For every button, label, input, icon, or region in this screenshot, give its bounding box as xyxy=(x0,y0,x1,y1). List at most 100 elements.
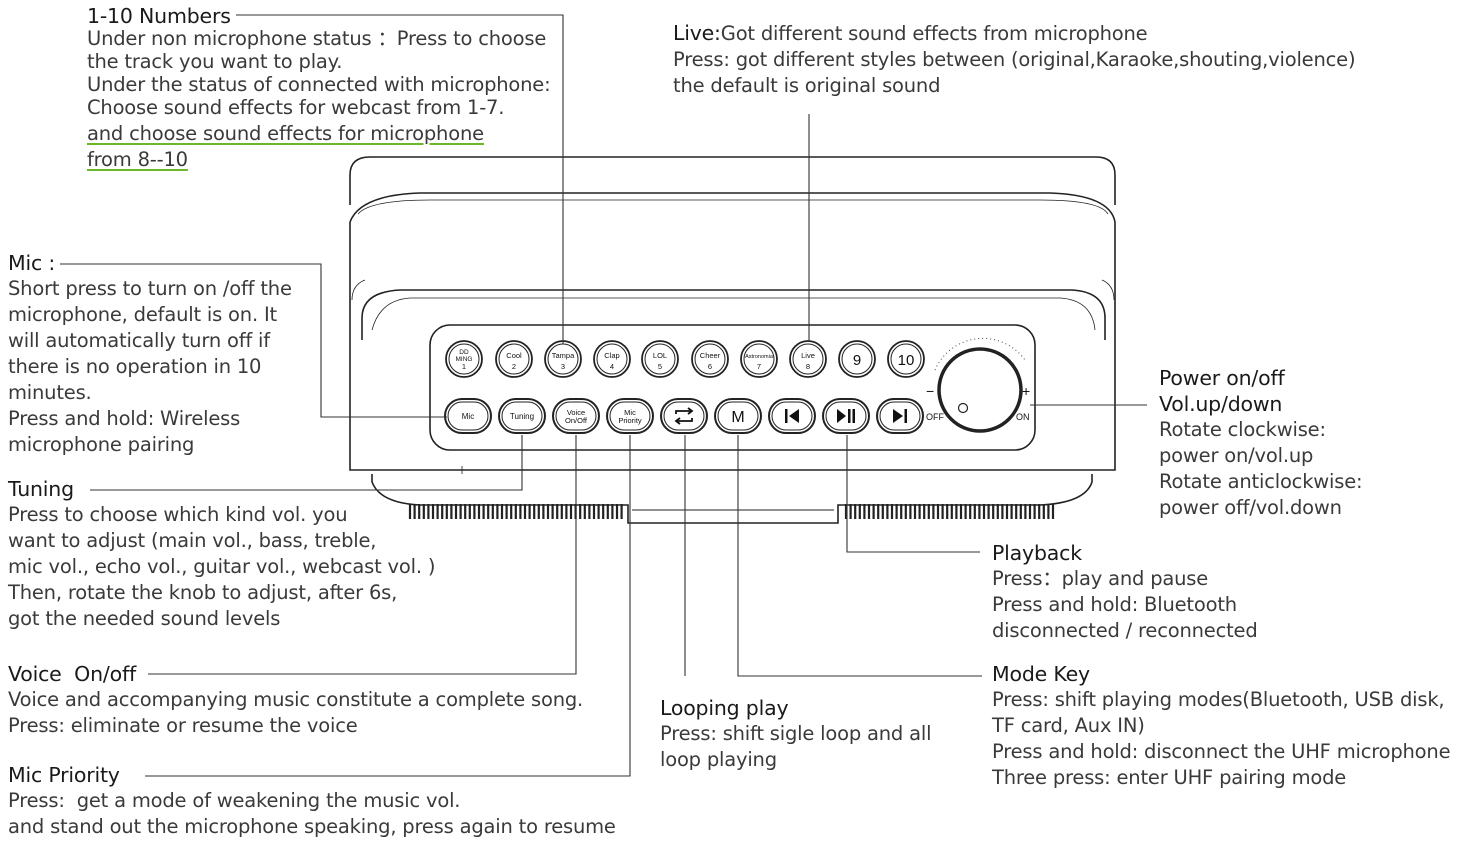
mic-line: microphone, default is on. It xyxy=(8,303,277,326)
number-button-4[interactable]: Clap 4 xyxy=(593,340,631,378)
number-button-label: DD xyxy=(459,349,469,356)
function-button-label: On/Off xyxy=(565,416,588,425)
number-button-label: Clap xyxy=(604,351,619,360)
previous-icon xyxy=(785,409,799,423)
knob-minus-label: − xyxy=(926,383,934,399)
number-button-number: 4 xyxy=(610,362,614,371)
number-button-9[interactable]: 9 xyxy=(838,340,876,378)
mic-line: there is no operation in 10 xyxy=(8,355,262,378)
numbers-callout: 1-10 Numbers Under non microphone status… xyxy=(87,3,551,173)
leader-mic-priority xyxy=(145,435,631,777)
function-button-6[interactable] xyxy=(768,398,816,434)
function-button-7[interactable] xyxy=(822,398,870,434)
looping-callout: Looping play Press: shift sigle loop and… xyxy=(660,695,931,773)
power-title: Vol.up/down xyxy=(1159,392,1283,416)
tuning-line: Press to choose which kind vol. you xyxy=(8,503,348,526)
playback-line: disconnected / reconnected xyxy=(992,619,1258,642)
number-button-label: Cool xyxy=(506,351,522,360)
next-icon xyxy=(893,409,907,423)
number-button-label: Live xyxy=(801,351,815,360)
voice-line: Press: eliminate or resume the voice xyxy=(8,714,358,737)
loop-icon xyxy=(674,407,694,425)
number-button-number: 1 xyxy=(462,362,466,371)
mic-priority-title: Mic Priority xyxy=(8,763,120,787)
number-button-number: 8 xyxy=(806,362,810,371)
live-title-rest: Got different sound effects from microph… xyxy=(720,22,1148,45)
function-button-label: Voice xyxy=(567,408,585,417)
leader-mic xyxy=(60,263,447,418)
tuning-line: want to adjust (main vol., bass, treble, xyxy=(8,529,377,552)
leader-mode xyxy=(737,435,982,677)
volume-knob[interactable] xyxy=(934,337,1026,433)
number-button-label: MING xyxy=(456,356,473,363)
numbers-title: 1-10 Numbers xyxy=(87,4,231,28)
speaker-grill-right xyxy=(844,504,1055,519)
numbers-line: Under non microphone status ：Press to ch… xyxy=(87,27,547,50)
looping-title: Looping play xyxy=(660,696,789,720)
numbers-line: Choose sound effects for webcast from 1-… xyxy=(87,96,505,119)
looping-line: loop playing xyxy=(660,748,777,771)
knob-on-label: ON xyxy=(1016,412,1030,422)
number-button-8[interactable]: Live 8 xyxy=(789,340,827,378)
mode-line: Press: shift playing modes(Bluetooth, US… xyxy=(992,688,1445,711)
tuning-callout: Tuning Press to choose which kind vol. y… xyxy=(8,476,435,632)
mic-line: minutes. xyxy=(8,381,92,404)
number-button-label: 9 xyxy=(853,352,861,369)
power-line: power off/vol.down xyxy=(1159,496,1342,519)
leader-tuning xyxy=(90,435,523,491)
number-button-number: 5 xyxy=(658,362,662,371)
mode-line: Press and hold: disconnect the UHF micro… xyxy=(992,740,1451,763)
mode-callout: Mode Key Press: shift playing modes(Blue… xyxy=(992,661,1451,791)
speaker-body xyxy=(349,156,1116,524)
function-button-5[interactable]: M xyxy=(714,398,762,434)
looping-line: Press: shift sigle loop and all xyxy=(660,722,932,745)
function-button-4[interactable] xyxy=(660,398,708,434)
function-button-label: Tuning xyxy=(510,412,534,421)
function-button-1[interactable]: Tuning xyxy=(498,398,546,434)
numbers-line: Under the status of connected with micro… xyxy=(87,73,551,96)
playback-line: Press：play and pause xyxy=(992,567,1209,590)
mic-line: microphone pairing xyxy=(8,433,195,456)
power-line: Rotate anticlockwise: xyxy=(1159,470,1363,493)
mic-priority-callout: Mic Priority Press: get a mode of weaken… xyxy=(8,762,616,840)
power-title: Power on/off xyxy=(1159,366,1285,390)
tuning-line: got the needed sound levels xyxy=(8,607,281,630)
mic-line: Press and hold: Wireless xyxy=(8,407,241,430)
number-button-3[interactable]: Tampa 3 xyxy=(544,340,582,378)
function-button-label: Priority xyxy=(618,416,642,425)
playback-callout: Playback Press：play and pause Press and … xyxy=(992,540,1258,644)
leader-voice xyxy=(148,435,577,675)
playback-line: Press and hold: Bluetooth xyxy=(992,593,1237,616)
number-button-label: 10 xyxy=(898,352,915,369)
live-line: the default is original sound xyxy=(673,74,941,97)
live-callout: Live:Got different sound effects from mi… xyxy=(673,20,1356,99)
tuning-title: Tuning xyxy=(8,477,74,501)
power-line: power on/vol.up xyxy=(1159,444,1314,467)
number-button-label: Tampa xyxy=(552,351,575,360)
mic-title: Mic : xyxy=(8,251,56,275)
tuning-line: Then, rotate the knob to adjust, after 6… xyxy=(8,581,398,604)
function-button-8[interactable] xyxy=(876,398,924,434)
number-button-10[interactable]: 10 xyxy=(887,340,925,378)
function-button-0[interactable]: Mic xyxy=(444,398,492,434)
power-line: Rotate clockwise: xyxy=(1159,418,1326,441)
leader-numbers xyxy=(236,14,564,344)
numbers-line: from 8--10 xyxy=(87,148,188,171)
mode-line: Three press: enter UHF pairing mode xyxy=(992,766,1347,789)
number-button-number: 3 xyxy=(561,362,565,371)
number-button-number: 7 xyxy=(757,362,761,371)
mic-callout: Mic : Short press to turn on /off the mi… xyxy=(8,250,292,458)
function-button-label: Mic xyxy=(624,408,636,417)
voice-callout: Voice On/off Voice and accompanying musi… xyxy=(8,661,583,739)
mode-button-label: M xyxy=(731,409,744,426)
voice-line: Voice and accompanying music constitute … xyxy=(8,688,584,711)
